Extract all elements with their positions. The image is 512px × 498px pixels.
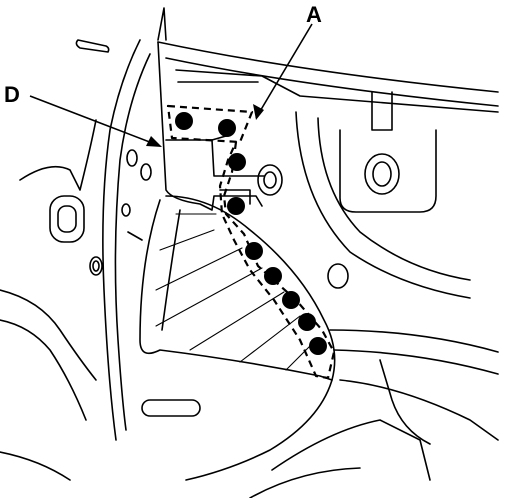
weld-zone-outlines (166, 104, 336, 380)
part-d-pillar (157, 41, 265, 211)
weld-spot (227, 197, 245, 215)
weld-spot (282, 291, 300, 309)
leader-arrows (29, 23, 313, 147)
rear-structure (157, 7, 499, 498)
label-a: A (306, 2, 322, 27)
weld-spot (175, 112, 193, 130)
weld-spot (298, 313, 316, 331)
arrow-a (255, 23, 313, 119)
weld-spots (175, 112, 327, 355)
weld-spot (245, 242, 263, 260)
weld-zone-chain (218, 140, 336, 380)
arrow-d (29, 95, 161, 147)
label-d: D (4, 82, 20, 107)
weld-spot (264, 267, 282, 285)
weld-spot (218, 119, 236, 137)
arrowhead-d (146, 136, 162, 147)
weld-spot (228, 153, 246, 171)
arrowhead-a (253, 104, 264, 120)
weld-spot (309, 337, 327, 355)
left-panel (0, 39, 152, 481)
wheel-arch (139, 195, 336, 481)
weld-zone-upper (166, 104, 254, 144)
